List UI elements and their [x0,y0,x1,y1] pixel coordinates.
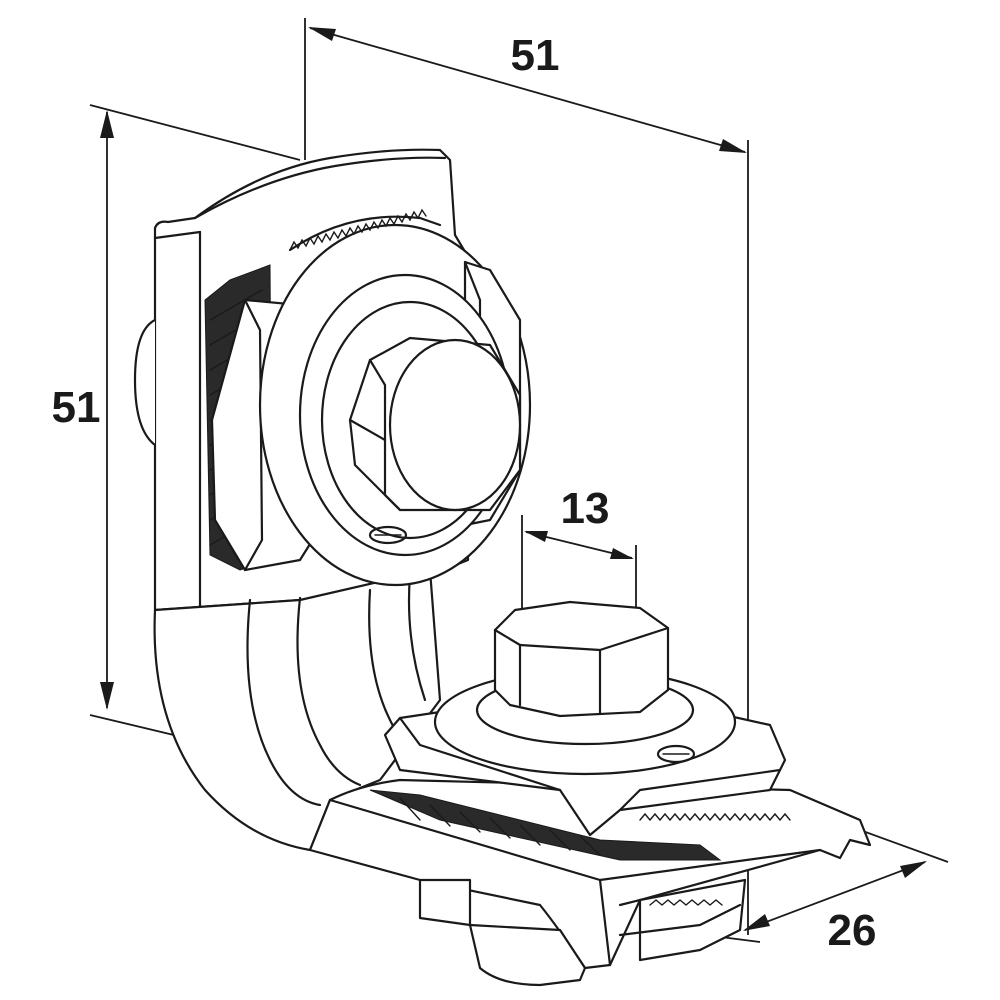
bolt-head-facet-mid [348,418,387,442]
arrowhead-rail-top [900,861,927,878]
elbow-contour-2 [296,596,362,787]
arrowhead-down [100,682,114,710]
dimension-bolt-head: 13 [521,484,637,640]
horizontal-plate [308,778,872,970]
upper-serrated-nut [204,208,532,587]
bottom-block-round [468,923,587,987]
lower-hammer-nut [369,600,791,861]
rear-boss [133,319,156,446]
dimension-line-rail [744,861,926,931]
upper-lock-mark [368,525,408,545]
upper-bolt-crown [388,338,522,512]
lower-serration-edge [639,812,791,822]
lower-nut-edge [398,716,562,792]
dimension-line-top [309,27,746,153]
bottom-rail-block [418,878,747,987]
rail-inner-edge [618,903,742,937]
plate-top-edge [193,156,447,220]
extension-line-rail-top [859,829,949,863]
bottom-block-left [418,878,472,927]
lower-lock-mark [656,744,696,764]
dimension-label-bolt-head: 13 [561,484,610,533]
elbow-contour-1 [246,598,322,807]
elbow-contour-4 [407,573,427,702]
arrowhead-bolt-right [610,548,634,559]
bottom-thread [649,899,723,906]
washer-serration-teeth [289,208,427,251]
arrowhead-up [100,110,114,138]
arrowhead-right [719,139,747,153]
washer-serration-edge [288,215,442,252]
plate-lip-line [618,898,642,907]
dimension-label-rail-width: 26 [828,906,877,955]
lower-nut-edge-right [618,768,782,812]
lower-teeth-lines [399,797,601,856]
elbow-contour-3 [368,588,402,742]
dimension-rail-width: 26 [704,829,949,955]
dimension-label-top-width: 51 [511,31,560,80]
plate-left-lip [153,230,202,240]
lower-bolt-facet-right [598,626,670,652]
extension-line-top [89,104,301,161]
arrowhead-left [308,27,336,41]
bottom-block-right [638,878,747,962]
lower-bolt-head [493,600,670,718]
dimension-label-height: 51 [52,383,101,432]
arrowhead-bolt-left [524,531,548,542]
lower-teeth-shading [369,789,722,861]
plate-corner-edge [598,878,612,967]
arrowhead-rail-bottom [743,914,770,931]
